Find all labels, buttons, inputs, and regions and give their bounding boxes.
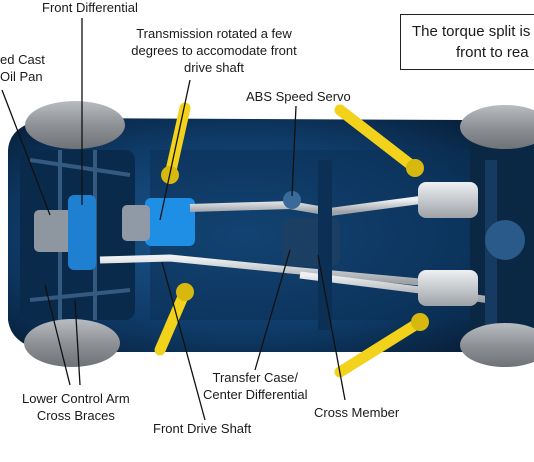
leader-front-drive-shaft xyxy=(161,261,206,421)
cross-member xyxy=(318,160,332,330)
label-transmission-line1: Transmission rotated a few xyxy=(136,26,292,41)
label-lower-control-arm: Lower Control Arm Cross Braces xyxy=(22,390,130,424)
label-transfer-case-line1: Transfer Case/ xyxy=(212,370,299,385)
lift-pad xyxy=(406,159,424,177)
muffler-lower xyxy=(418,270,478,306)
abs-servo xyxy=(283,191,301,209)
callout-line2: front to rea xyxy=(456,44,529,61)
muffler-upper xyxy=(418,182,478,218)
label-transmission-line3: drive shaft xyxy=(184,60,244,75)
leader-abs-servo xyxy=(291,105,297,197)
label-transmission: Transmission rotated a few degrees to ac… xyxy=(124,25,304,76)
oil-pan xyxy=(34,210,74,252)
label-oil-pan-line1: ed Cast xyxy=(0,52,45,67)
label-transfer-case-line2: Center Differential xyxy=(203,387,308,402)
label-abs-speed-servo: ABS Speed Servo xyxy=(246,89,351,104)
leader-transfer-case xyxy=(254,249,291,371)
leader-lines xyxy=(1,18,346,421)
label-oil-pan-line2: Oil Pan xyxy=(0,69,43,84)
leader-oil-pan xyxy=(1,89,51,216)
leader-transmission xyxy=(159,79,191,221)
label-lower-control-arm-line1: Lower Control Arm xyxy=(22,391,130,406)
rear-differential xyxy=(485,220,525,260)
label-oil-pan: ed Cast Oil Pan xyxy=(0,51,45,85)
label-transfer-case: Transfer Case/ Center Differential xyxy=(203,369,308,403)
lift-arm-front-bottom xyxy=(154,286,191,356)
front-right-tire xyxy=(24,319,120,367)
lift-pad xyxy=(176,283,194,301)
leader-lower-control-arm-a xyxy=(44,284,71,386)
transmission-case xyxy=(145,198,195,246)
front-left-tire xyxy=(25,101,125,149)
label-transmission-line2: degrees to accomodate front xyxy=(131,43,297,58)
leader-cross-member xyxy=(317,254,346,401)
label-lower-control-arm-line2: Cross Braces xyxy=(36,408,115,423)
lift-arm-rear-bottom xyxy=(334,316,426,378)
label-cross-member: Cross Member xyxy=(314,405,400,420)
front-drive-shaft xyxy=(99,254,421,286)
lift-arm-rear-top xyxy=(334,104,421,174)
front-differential-housing xyxy=(68,195,96,270)
transmission-bellhousing xyxy=(122,205,150,241)
label-front-differential: Front Differential xyxy=(42,0,138,15)
leader-lower-control-arm-b xyxy=(74,299,81,386)
lift-pad xyxy=(411,313,429,331)
exhaust-pipe-upper xyxy=(189,196,421,217)
torque-split-callout: The torque split is front to rea xyxy=(400,14,534,70)
rear-left-tire xyxy=(460,105,534,149)
callout-line1: The torque split is xyxy=(412,23,531,40)
front-suspension xyxy=(29,150,131,320)
rear-right-tire xyxy=(460,323,534,367)
label-front-drive-shaft: Front Drive Shaft xyxy=(153,421,252,436)
